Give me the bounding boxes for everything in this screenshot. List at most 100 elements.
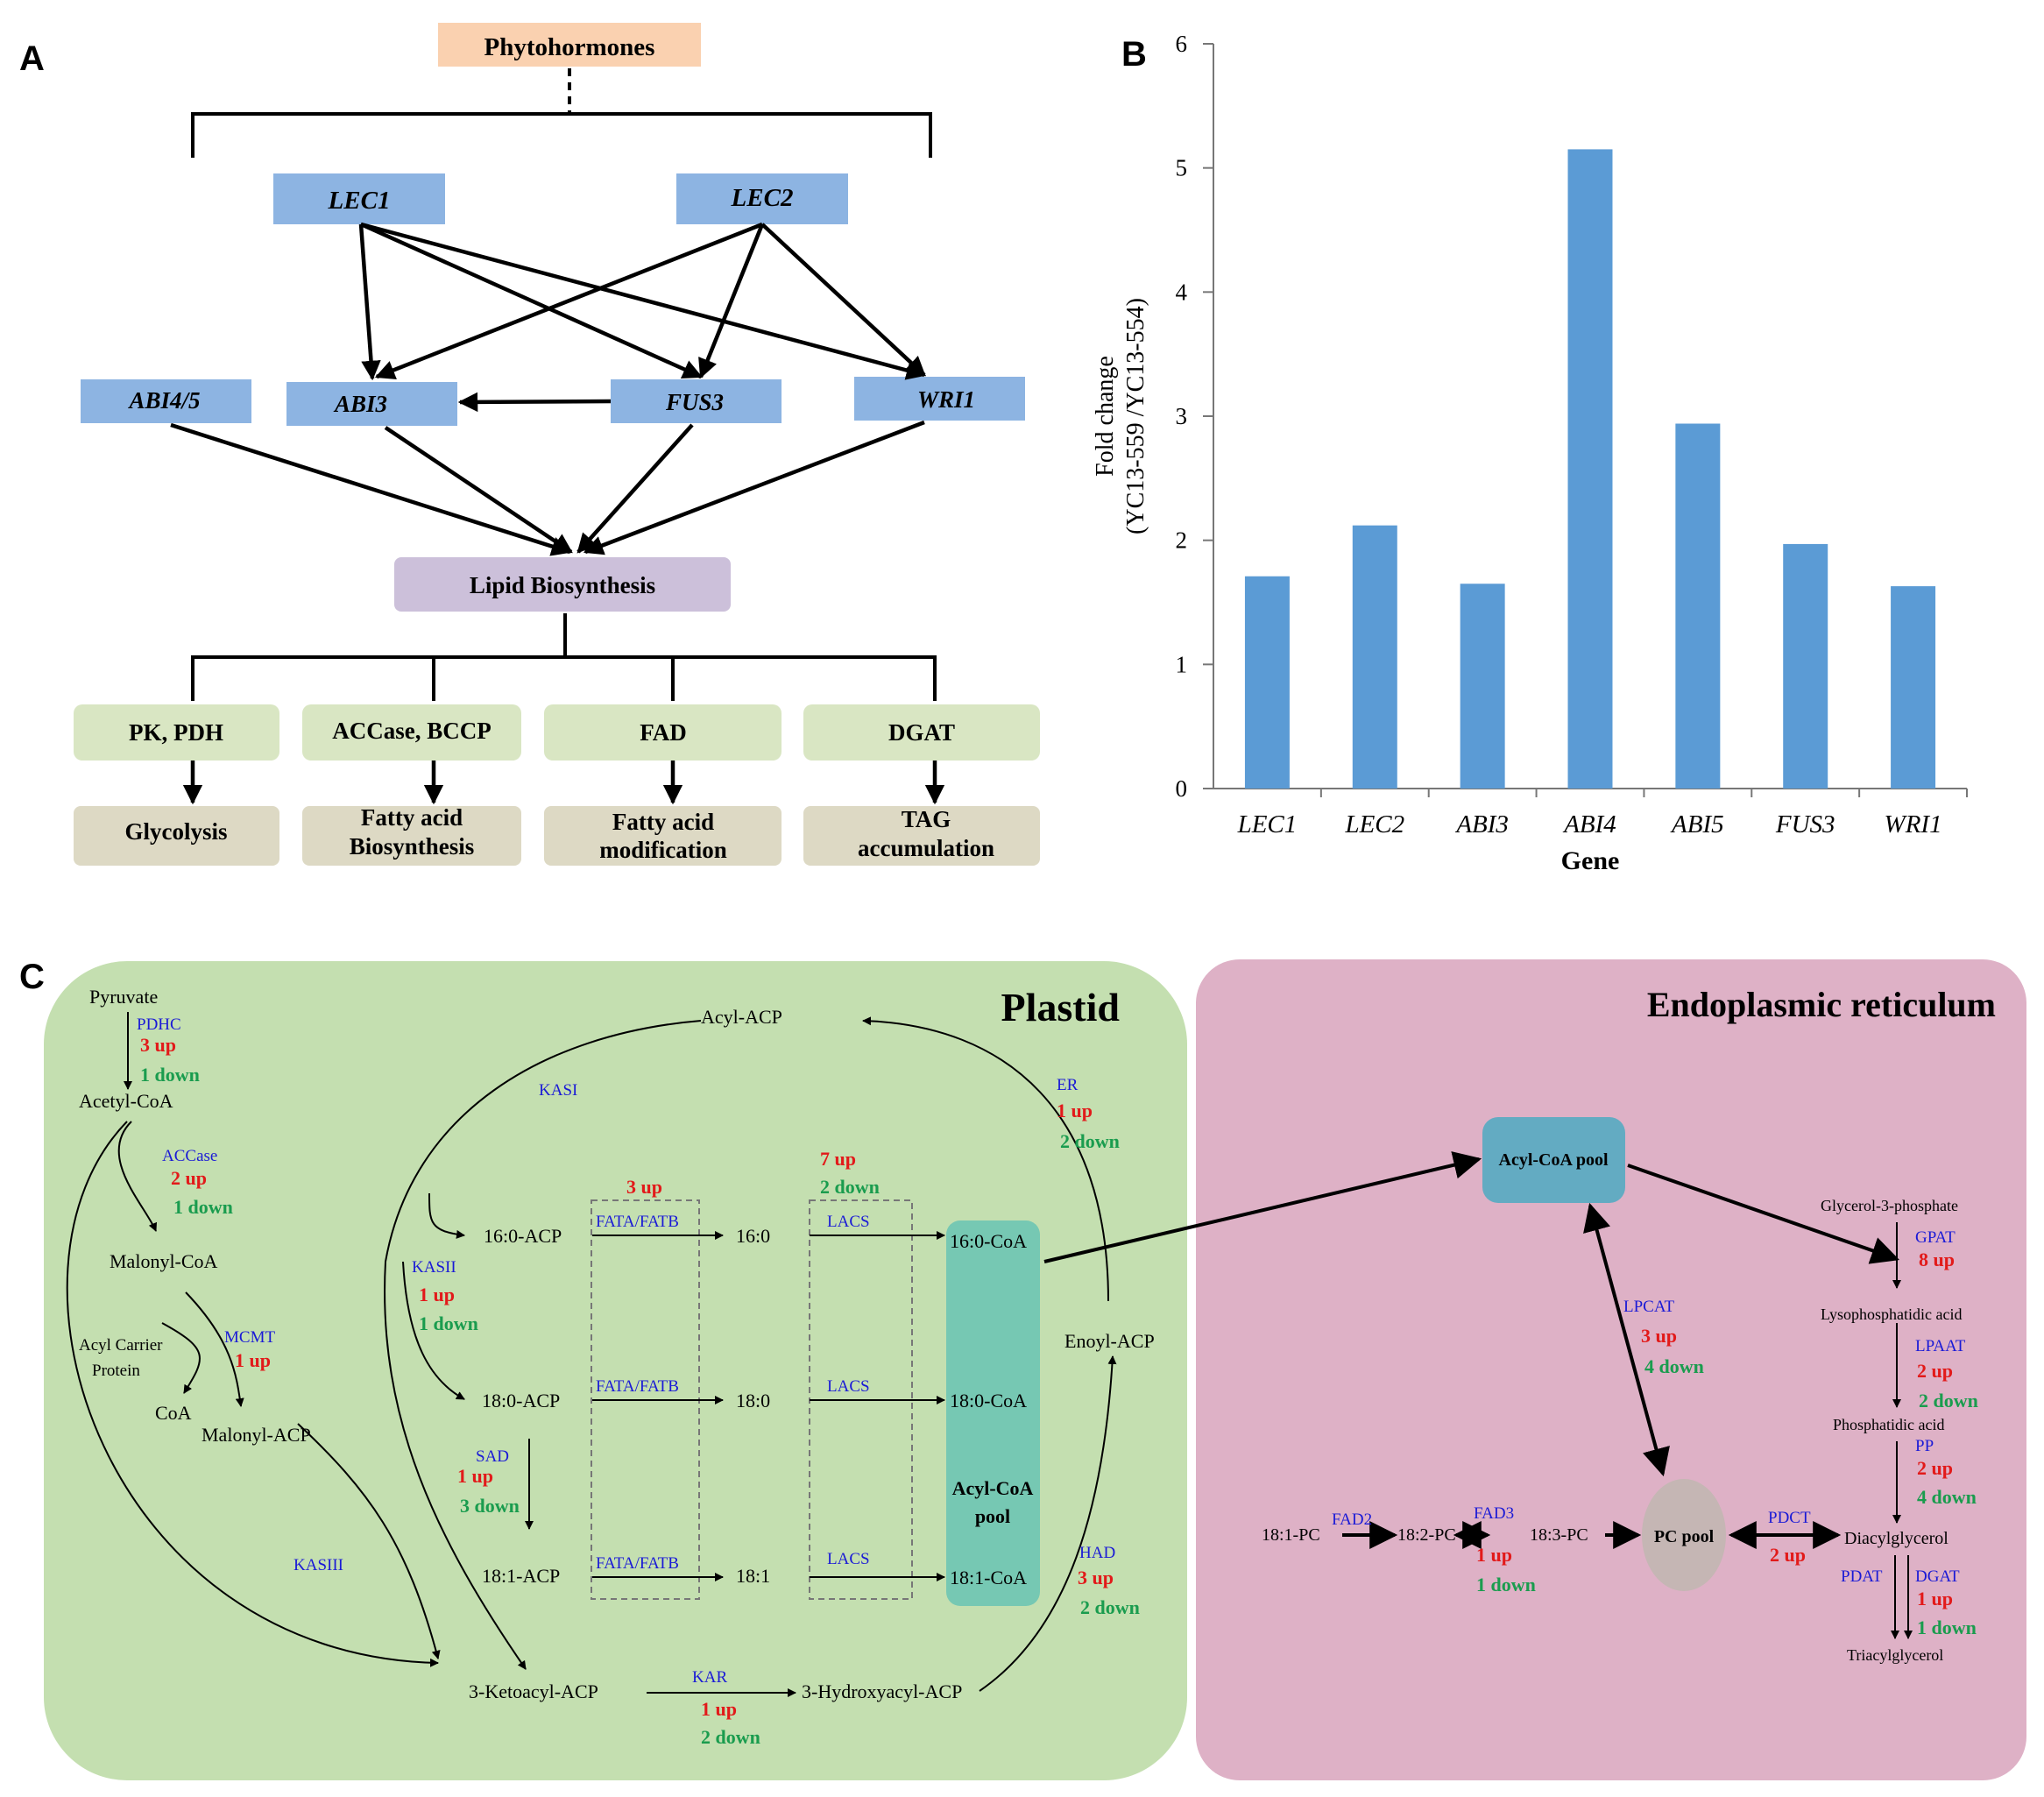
metabolite-pa: Phosphatidic acid (1833, 1416, 1944, 1433)
x-tick-label-fus3: FUS3 (1775, 810, 1835, 838)
chart-xlabel: Gene (1561, 846, 1620, 875)
bar-abi5 (1675, 423, 1721, 789)
count-lpcat-down: 4 down (1644, 1355, 1704, 1377)
process-label-2-line2: Biosynthesis (350, 833, 475, 860)
enzyme-fad3: FAD3 (1474, 1504, 1514, 1523)
count-kar-up: 1 up (701, 1698, 737, 1720)
count-dgat-down: 1 down (1917, 1617, 1977, 1638)
gene-box-wri1 (854, 377, 1025, 421)
panel-label-c: C (19, 958, 45, 996)
er-acyl-coa-pool (1482, 1117, 1625, 1203)
count-kasii-up: 1 up (419, 1284, 455, 1305)
metabolite-18-1-coa: 18:1-CoA (950, 1567, 1027, 1588)
y-tick-label-1: 1 (1176, 651, 1188, 677)
enzyme-fata-2: FATA/FATB (596, 1377, 679, 1396)
count-sad-down: 3 down (460, 1495, 520, 1517)
bar-wri1 (1891, 586, 1936, 789)
metabolite-18-1-acp: 18:1-ACP (482, 1565, 560, 1587)
count-dgat-up: 1 up (1917, 1588, 1953, 1610)
lipid-biosynthesis-label: Lipid Biosynthesis (470, 572, 655, 598)
metabolite-acp-line1: Acyl Carrier (79, 1336, 163, 1355)
count-sad-up: 1 up (457, 1465, 493, 1487)
enzyme-kasii: KASII (412, 1258, 456, 1277)
enzyme-label-3: FAD (640, 719, 687, 746)
process-box-3 (544, 806, 782, 866)
er-title: Endoplasmic reticulum (1647, 985, 1996, 1024)
metabolite-18-3-pc: 18:3-PC (1530, 1525, 1588, 1545)
hormone-bracket (191, 112, 932, 158)
metabolite-3-hydroxyacyl-acp: 3-Hydroxyacyl-ACP (802, 1680, 962, 1702)
phytohormones-box (438, 23, 701, 67)
gene-box-lec1 (273, 173, 445, 224)
enzyme-gpat: GPAT (1915, 1228, 1956, 1247)
count-fad3-up: 1 up (1476, 1544, 1512, 1566)
enzyme-fad2: FAD2 (1332, 1510, 1372, 1529)
metabolite-18-0: 18:0 (736, 1390, 770, 1411)
count-pp-down: 4 down (1917, 1486, 1977, 1508)
bar-abi4 (1567, 149, 1613, 789)
gene-box-abi45 (81, 379, 251, 423)
y-tick-label-0: 0 (1176, 775, 1188, 802)
metabolite-malonyl-acp: Malonyl-ACP (202, 1424, 311, 1446)
x-tick-label-abi5: ABI5 (1670, 810, 1724, 838)
x-tick-label-abi3: ABI3 (1454, 810, 1509, 838)
enzyme-box-1 (74, 704, 279, 761)
process-label-3-line2: modification (599, 837, 727, 863)
enzyme-kasi: KASI (539, 1081, 577, 1100)
metabolite-18-0-acp: 18:0-ACP (482, 1390, 560, 1411)
x-tick-label-abi4: ABI4 (1562, 810, 1616, 838)
upregulated-counts: 3 up 2 up 1 up 1 up 1 up 3 up 7 up 1 up … (140, 1034, 1955, 1720)
metabolite-coa: CoA (155, 1402, 192, 1424)
x-tick-label-wri1: WRI1 (1885, 810, 1942, 838)
gene-box-abi3 (286, 382, 457, 426)
metabolite-18-2-pc: 18:2-PC (1397, 1525, 1456, 1545)
metabolite-enoyl-acp: Enoyl-ACP (1064, 1330, 1155, 1352)
enzyme-fata-1: FATA/FATB (596, 1213, 679, 1231)
metabolite-18-1-pc: 18:1-PC (1262, 1525, 1320, 1545)
enzyme-accase: ACCase (162, 1147, 217, 1165)
enzyme-mcmt: MCMT (224, 1328, 275, 1347)
enzyme-pdct: PDCT (1768, 1509, 1811, 1527)
enzyme-lacs-2: LACS (827, 1377, 870, 1396)
downregulated-counts: 1 down 1 down 1 down 3 down 2 down 2 dow… (140, 1064, 1978, 1748)
count-mcmt-up: 1 up (235, 1349, 271, 1371)
metabolite-lpa: Lysophosphatidic acid (1821, 1305, 1962, 1323)
enzyme-dgat: DGAT (1915, 1567, 1960, 1586)
count-er-down: 2 down (1060, 1130, 1120, 1152)
metabolite-malonyl-coa: Malonyl-CoA (110, 1250, 218, 1272)
count-lacs-down: 2 down (820, 1176, 880, 1198)
count-had-up: 3 up (1078, 1567, 1114, 1588)
count-pp-up: 2 up (1917, 1457, 1953, 1479)
x-tick-label-lec2: LEC2 (1344, 810, 1404, 838)
metabolite-dag: Diacylglycerol (1844, 1529, 1949, 1548)
enzyme-er: ER (1057, 1076, 1079, 1094)
enzyme-had: HAD (1079, 1544, 1115, 1562)
process-label-4-line1: TAG (902, 806, 951, 832)
y-tick-label-6: 6 (1176, 31, 1188, 57)
panel-label-b: B (1121, 35, 1147, 74)
er-transfer-arrows (1043, 1151, 1900, 1549)
count-lpaat-up: 2 up (1917, 1360, 1953, 1382)
gene-label-lec2: LEC2 (731, 184, 794, 212)
enzyme-label-2: ACCase, BCCP (332, 718, 492, 744)
process-box-4 (803, 806, 1040, 866)
process-label-4-line2: accumulation (858, 835, 994, 861)
bar-abi3 (1460, 584, 1505, 789)
process-label-3-line1: Fatty acid (612, 809, 714, 835)
gene-box-fus3 (611, 379, 782, 423)
count-lpcat-up: 3 up (1641, 1325, 1677, 1347)
enzyme-lacs-3: LACS (827, 1550, 870, 1568)
gene-regulation-arrows (170, 222, 927, 556)
x-tick-label-lec1: LEC1 (1237, 810, 1298, 838)
metabolite-acyl-acp: Acyl-ACP (701, 1006, 782, 1028)
count-pdhc-down: 1 down (140, 1064, 200, 1086)
bar-lec2 (1352, 525, 1397, 789)
plastid-acyl-coa-pool (946, 1220, 1040, 1606)
gene-label-wri1: WRI1 (917, 386, 975, 413)
metabolite-3-ketoacyl-acp: 3-Ketoacyl-ACP (469, 1680, 598, 1702)
enzyme-lacs-1: LACS (827, 1213, 870, 1231)
